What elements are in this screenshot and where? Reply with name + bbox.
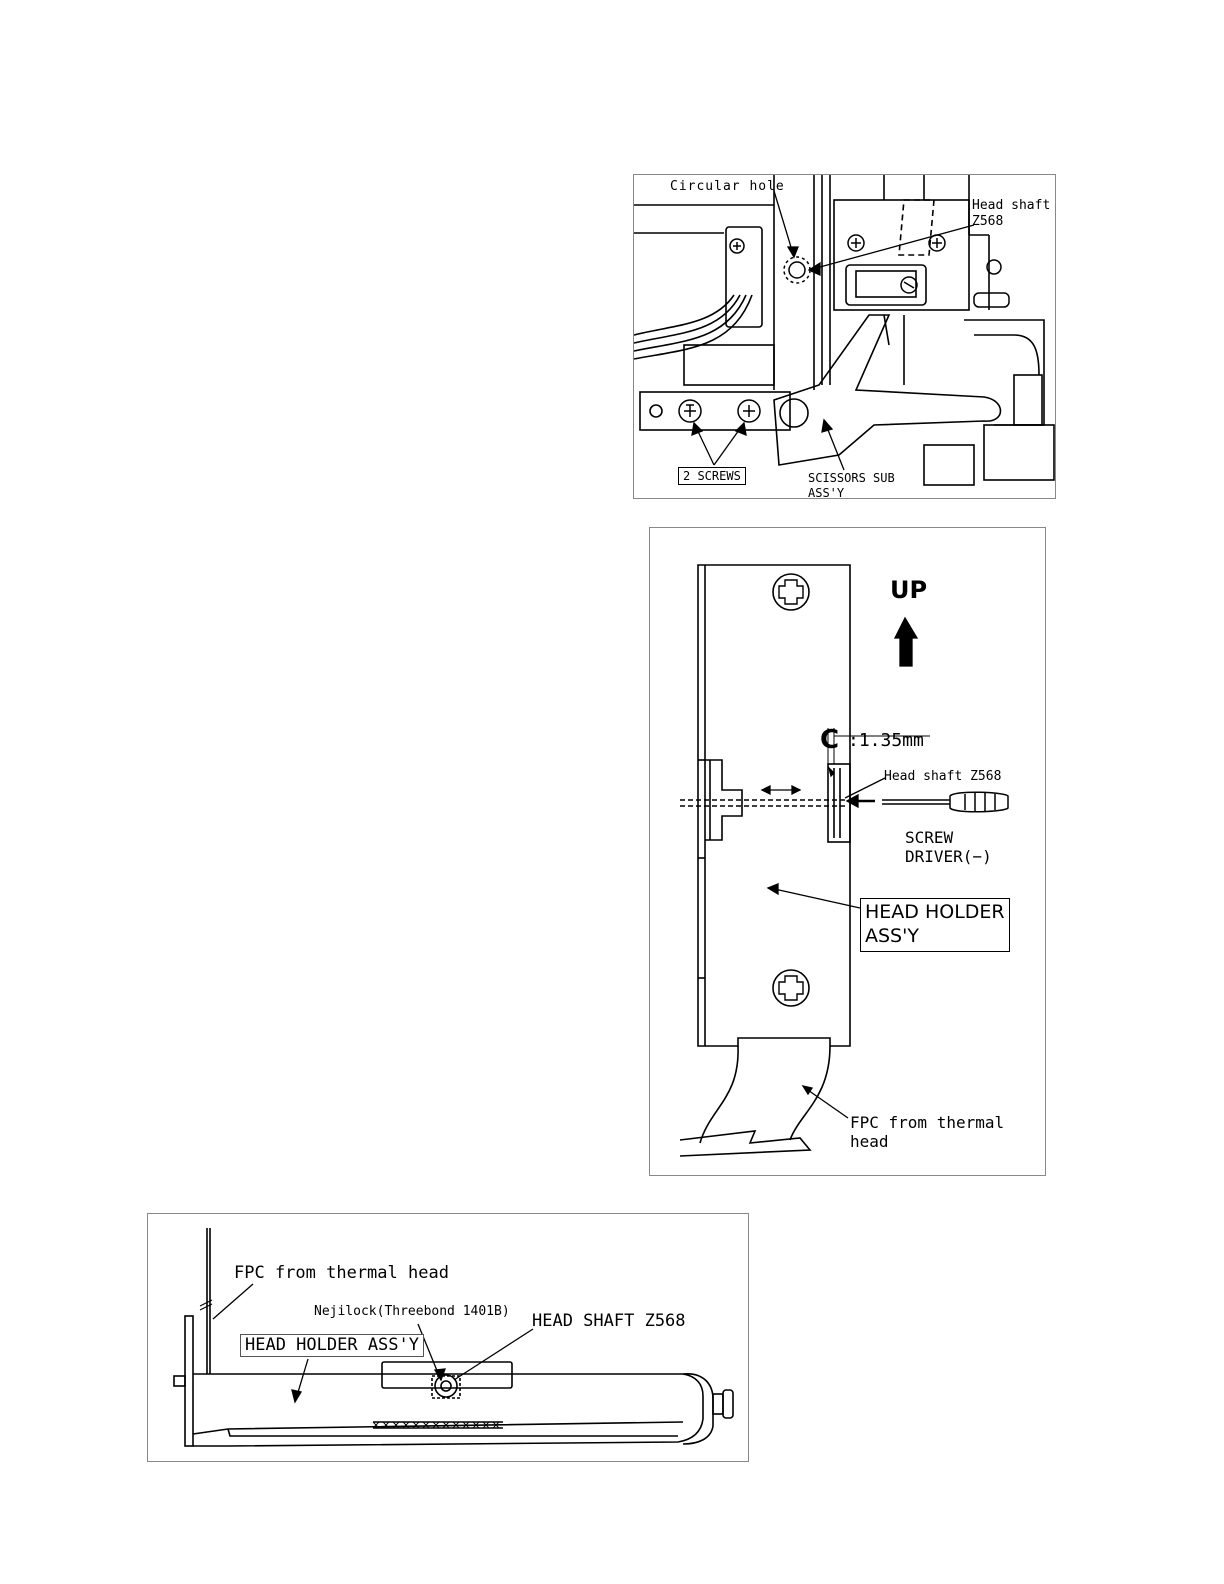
label-fpc-line1: FPC from thermal [850, 1115, 1004, 1131]
label-circular-hole: Circular hole [670, 180, 785, 193]
label-head-shaft-code: Z568 [972, 215, 1003, 228]
label-c-letter: C [820, 727, 839, 753]
screw-1 [679, 400, 701, 422]
label-head-holder-line2: ASS'Y [865, 925, 1005, 949]
label-scissors-assy: ASS'Y [808, 487, 844, 499]
screw-2 [738, 400, 760, 422]
screwdriver-icon [882, 792, 1008, 812]
figure-head-holder-side: FPC from thermal head Nejilock(Threebond… [147, 1213, 749, 1462]
figure-scissors-assembly: Circular hole Head shaft Z568 2 SCREWS S… [633, 174, 1056, 499]
label-head-shaft: HEAD SHAFT Z568 [532, 1313, 686, 1330]
label-fpc-line2: head [850, 1134, 889, 1150]
label-head-holder-line1: HEAD HOLDER [865, 901, 1005, 925]
label-screwdriver-line2: DRIVER(−) [905, 849, 992, 865]
label-fpc: FPC from thermal head [234, 1265, 449, 1282]
label-head-shaft: Head shaft Z568 [884, 770, 1001, 783]
label-head-shaft: Head shaft [972, 199, 1050, 212]
label-c-value: :1.35mm [848, 732, 924, 750]
label-head-holder-assy: HEAD HOLDER ASS'Y [860, 898, 1010, 952]
head-holder-side-drawing [148, 1214, 748, 1461]
label-screwdriver-line1: SCREW [905, 830, 953, 846]
label-two-screws: 2 SCREWS [678, 467, 746, 485]
label-up: UP [890, 578, 927, 602]
label-nejilock: Nejilock(Threebond 1401B) [314, 1305, 510, 1318]
label-scissors-sub: SCISSORS SUB [808, 472, 895, 484]
figure-head-holder-front: UP C :1.35mm Head shaft Z568 SCREW DRIVE… [649, 527, 1046, 1176]
label-head-holder: HEAD HOLDER ASS'Y [240, 1334, 424, 1357]
